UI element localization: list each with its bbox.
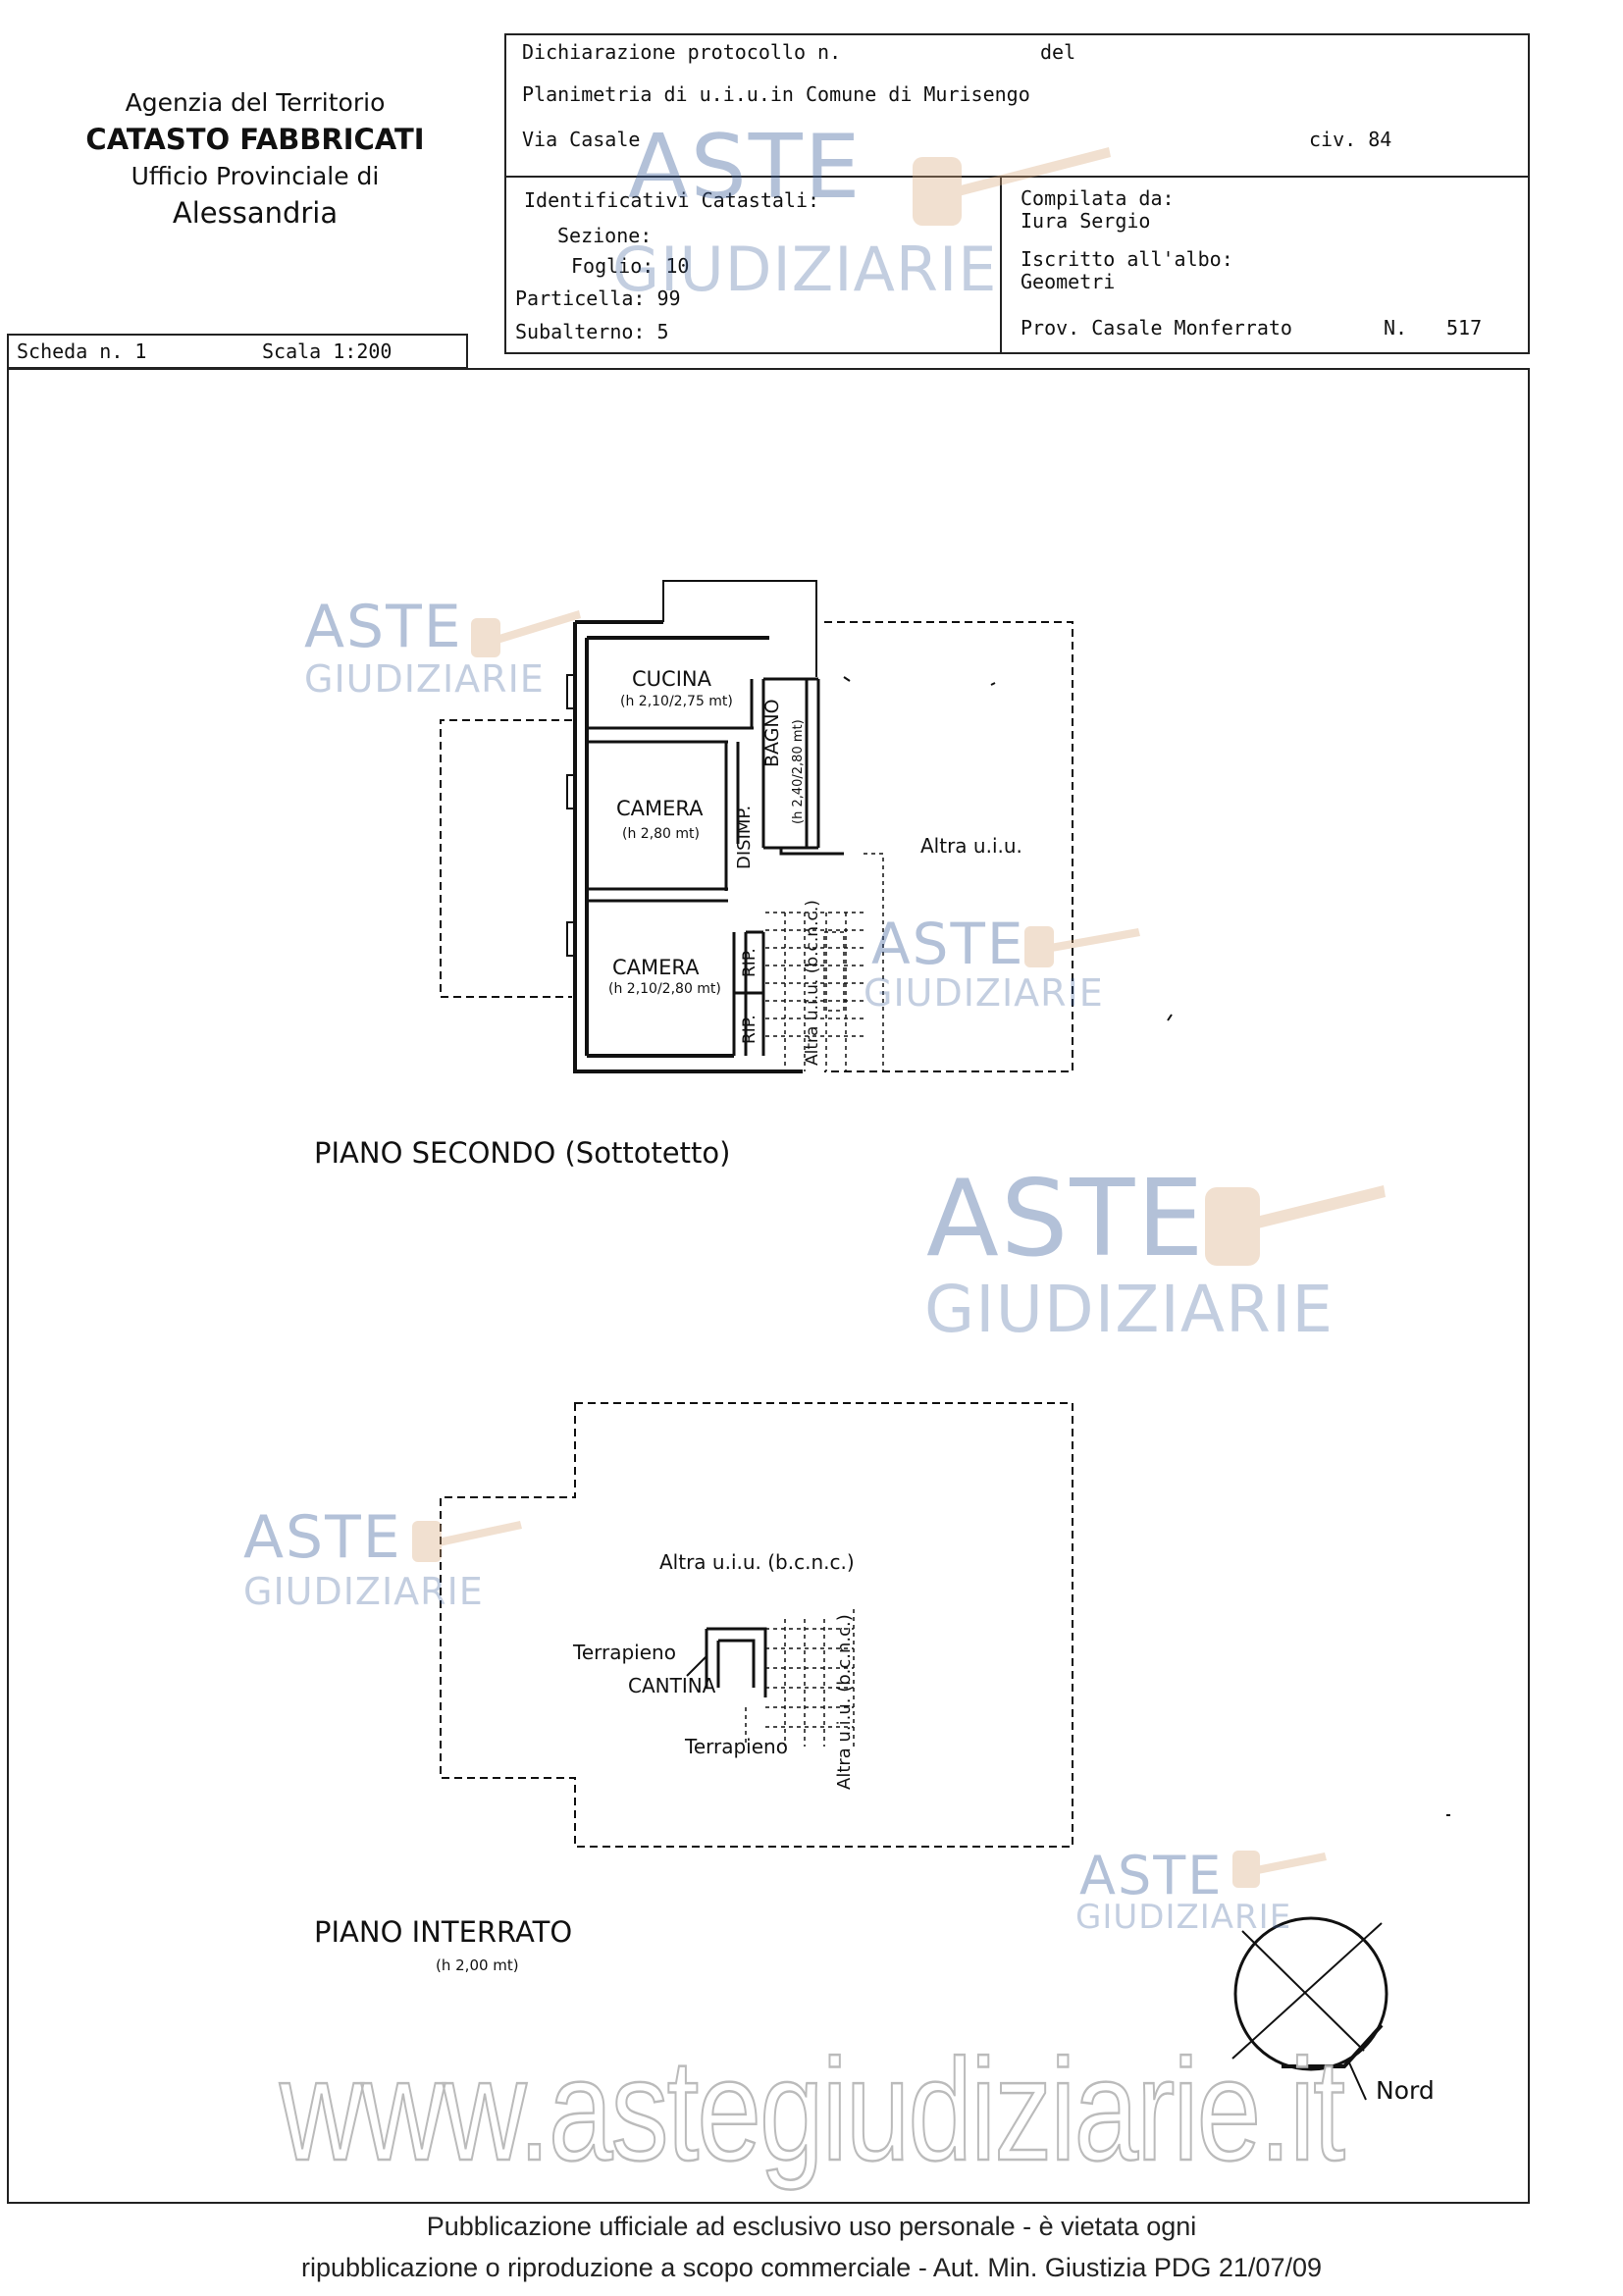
catasto-title: CATASTO FABBRICATI [85, 123, 425, 156]
room-camera-2: CAMERA [612, 956, 700, 979]
watermark-aste-4: ASTE [926, 1158, 1206, 1280]
lower-altra-uiu-top: Altra u.i.u. (b.c.n.c.) [659, 1550, 855, 1574]
upper-outer-walls [573, 620, 803, 1073]
n-label: N. [1384, 316, 1408, 339]
gavel-icon [412, 1521, 522, 1562]
lower-terrapieno-1: Terrapieno [573, 1641, 676, 1664]
gavel-icon [1232, 1851, 1327, 1888]
lower-plan-title: PIANO INTERRATO [314, 1915, 573, 1949]
lower-terrapieno-2: Terrapieno [685, 1735, 788, 1758]
planimetria-label: Planimetria di u.i.u.in Comune di Murise… [522, 82, 1030, 106]
watermark-aste-5: ASTE [243, 1503, 402, 1572]
room-camera-1: CAMERA [616, 797, 704, 820]
compilata-title: Compilata da: [1021, 186, 1175, 210]
watermark-giudiziarie-6: GIUDIZIARIE [1075, 1898, 1292, 1937]
footer-line-2: ripubblicazione o riproduzione a scopo c… [300, 2253, 1322, 2282]
scheda-number: Scheda n. 1 [17, 339, 147, 363]
agency-name: Agenzia del Territorio [125, 88, 386, 117]
room-camera-2-height: (h 2,10/2,80 mt) [608, 981, 721, 997]
watermark-giudiziarie-4: GIUDIZIARIE [924, 1272, 1335, 1347]
foglio-label: Foglio: 10 [571, 254, 690, 278]
watermark-giudiziarie-1: GIUDIZIARIE [612, 234, 998, 305]
protocol-label: Dichiarazione protocollo n. [522, 40, 842, 64]
watermark-aste-2: ASTE [304, 593, 463, 661]
sezione-label: Sezione: [557, 224, 653, 247]
upper-mark-3 [843, 676, 851, 682]
watermark-giudiziarie-5: GIUDIZIARIE [243, 1570, 484, 1613]
gavel-icon [913, 147, 1111, 226]
lower-stairs [745, 1609, 855, 1747]
upper-interior-walls [587, 677, 844, 1056]
watermark-giudiziarie-2: GIUDIZIARIE [304, 657, 545, 701]
watermark-giudiziarie-3: GIUDIZIARIE [864, 971, 1104, 1015]
footer-line-1: Pubblicazione ufficiale ad esclusivo uso… [426, 2212, 1197, 2241]
gavel-icon [1205, 1185, 1386, 1266]
ufficio-label: Ufficio Provinciale di [131, 162, 380, 190]
drawing-frame [7, 368, 1530, 2204]
upper-left-dashed-outline [440, 719, 572, 998]
province-name: Alessandria [172, 196, 339, 230]
scheda-scale: Scala 1:200 [262, 339, 393, 363]
watermark-url: www.astegiudiziarie.it [279, 2028, 1346, 2193]
protocol-del: del [1040, 40, 1076, 64]
watermark-aste-6: ASTE [1079, 1845, 1224, 1906]
upper-mark-1 [990, 682, 996, 686]
watermark-aste-1: ASTE [628, 116, 863, 219]
lower-dashed-outline [440, 1402, 1073, 1848]
room-cucina: CUCINA [632, 667, 711, 691]
lower-cantina: CANTINA [628, 1674, 716, 1697]
civ-label: civ. 84 [1309, 128, 1392, 151]
identificativi-title: Identificativi Catastali: [524, 188, 820, 212]
upper-plan-title: PIANO SECONDO (Sottotetto) [314, 1136, 731, 1170]
room-camera-1-height: (h 2,80 mt) [622, 826, 700, 842]
watermark-aste-3: ASTE [871, 911, 1025, 977]
upper-top-protrusion [662, 580, 817, 677]
upper-stairs [765, 853, 884, 1071]
upper-altra-uiu: Altra u.i.u. [920, 834, 1022, 858]
compass-rose [1231, 1916, 1388, 2101]
agency-block: Agenzia del Territorio CATASTO FABBRICAT… [59, 88, 451, 230]
lower-plan-height: (h 2,00 mt) [436, 1957, 519, 1974]
subalterno-label: Subalterno: 5 [515, 320, 669, 343]
room-cucina-height: (h 2,10/2,75 mt) [620, 694, 733, 709]
particella-label: Particella: 99 [515, 287, 681, 310]
upper-right-dashed-outline [824, 621, 1073, 1072]
header-divider-h [504, 176, 1530, 178]
via-label: Via Casale [522, 128, 641, 151]
albo-label: Geometri [1021, 270, 1116, 293]
compass-nord-label: Nord [1376, 2076, 1435, 2105]
header-box [504, 33, 1530, 354]
gavel-icon [1024, 926, 1140, 967]
upper-mark-2 [1167, 1014, 1173, 1021]
prov-label: Prov. Casale Monferrato [1021, 316, 1292, 339]
n-value: 517 [1446, 316, 1483, 339]
gavel-icon [471, 610, 581, 657]
compilata-name: Iura Sergio [1021, 209, 1151, 233]
upper-windows [566, 674, 576, 957]
iscritto-label: Iscritto all'albo: [1021, 247, 1233, 271]
terrapieno-leader [686, 1655, 707, 1677]
header-divider-v [1000, 176, 1002, 354]
